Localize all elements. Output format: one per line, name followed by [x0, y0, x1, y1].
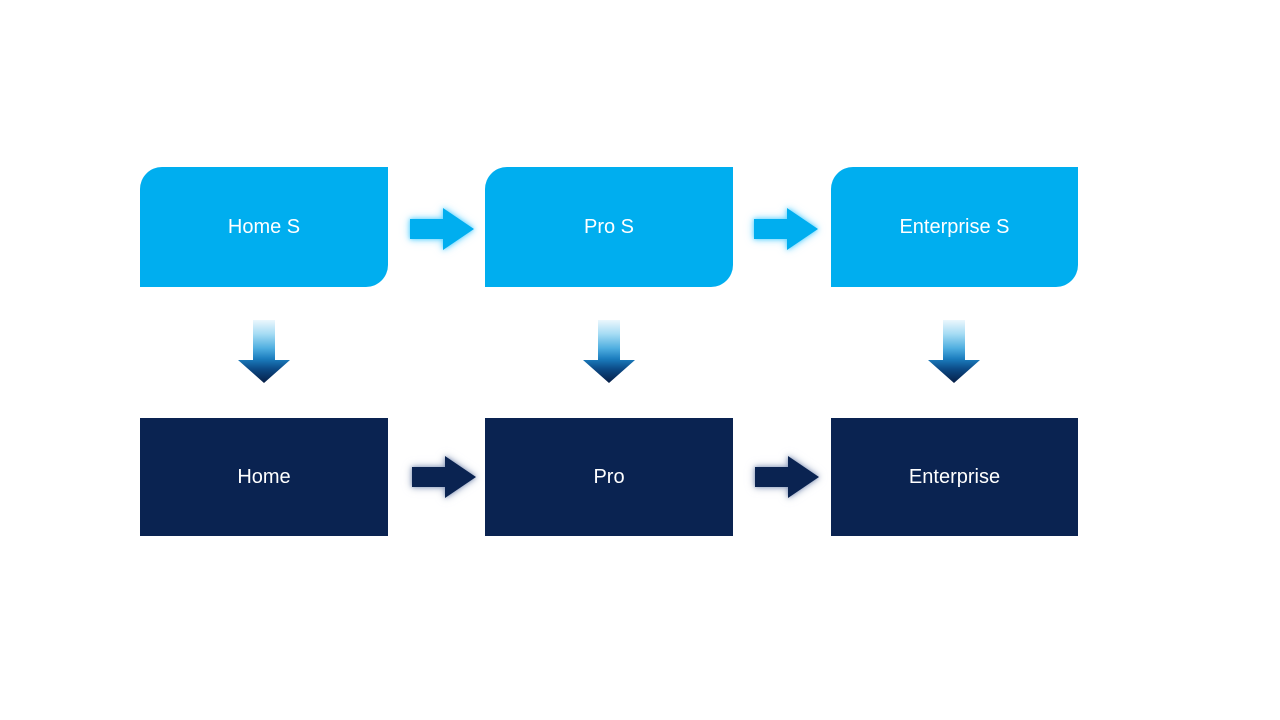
right-arrow-light-icon-1 — [410, 208, 474, 250]
top-box-home-s-label: Home S — [227, 216, 301, 238]
bottom-box-pro-label: Pro — [593, 466, 625, 488]
right-arrow-shape — [410, 208, 474, 250]
right-arrow-shape — [412, 456, 476, 498]
right-arrow-shape — [755, 456, 819, 498]
right-arrow-dark-icon-2 — [755, 456, 819, 498]
bottom-box-pro: Pro — [485, 418, 733, 536]
bottom-box-enterprise: Enterprise — [831, 418, 1078, 536]
bottom-box-home-label: Home — [237, 466, 291, 488]
top-box-pro-s-label: Pro S — [583, 216, 635, 238]
down-arrow-icon-2 — [583, 320, 635, 383]
top-box-pro-s: Pro S — [485, 167, 733, 287]
down-arrow-icon-1 — [238, 320, 290, 383]
bottom-box-enterprise-label: Enterprise — [908, 466, 1001, 488]
right-arrow-shape — [754, 208, 818, 250]
top-box-enterprise-s: Enterprise S — [831, 167, 1078, 287]
bottom-box-home: Home — [140, 418, 388, 536]
top-box-home-s: Home S — [140, 167, 388, 287]
right-arrow-light-icon-2 — [754, 208, 818, 250]
right-arrow-dark-icon-1 — [412, 456, 476, 498]
down-arrow-icon-3 — [928, 320, 980, 383]
top-box-enterprise-s-label: Enterprise S — [899, 216, 1010, 238]
